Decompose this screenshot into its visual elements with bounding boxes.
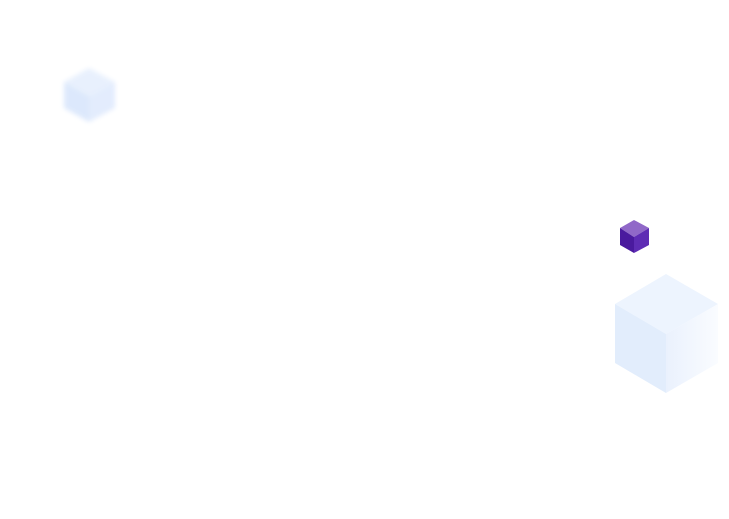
blurred-cube-icon [64, 68, 115, 122]
purple-cube-icon [620, 220, 649, 253]
large-light-cube-icon [615, 274, 718, 393]
